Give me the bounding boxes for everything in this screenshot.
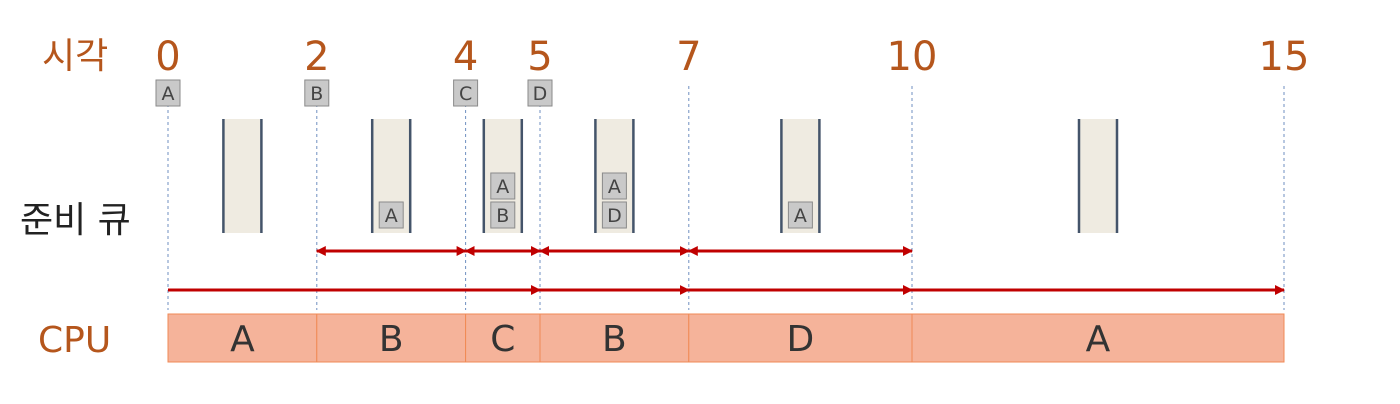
- queue-chip-A-label: A: [608, 176, 621, 198]
- queue-chip-A: A: [378, 201, 404, 229]
- queue-body: [1079, 119, 1117, 233]
- cpu-slot-bar: [539, 313, 690, 363]
- queue-chip-A: A: [490, 172, 516, 200]
- cpu-slot-label: B: [602, 319, 627, 360]
- queue-chip-B-box: [490, 201, 516, 229]
- ready-queue-slot: A: [370, 119, 412, 233]
- arrival-chip-A: A: [155, 79, 181, 107]
- queue-chip-B: B: [490, 201, 516, 229]
- ready-queue-row-label: 준비 큐: [20, 200, 131, 241]
- cpu-slot-A: A: [167, 313, 318, 363]
- queue-chip-A-box: [787, 201, 813, 229]
- cpu-slot-bar: [465, 313, 541, 363]
- cpu-slot-label: D: [787, 319, 815, 360]
- queue-chip-A-label: A: [496, 176, 509, 198]
- cpu-slot-label: B: [379, 319, 404, 360]
- cpu-slot-C: C: [465, 313, 541, 363]
- time-tick-15: 15: [1259, 34, 1310, 80]
- time-row-label: 시각: [42, 36, 108, 77]
- queue-body: [223, 119, 262, 233]
- arrival-chip-C-box: [453, 79, 479, 107]
- queue-chip-D: D: [601, 201, 627, 229]
- arrival-chip-D: D: [527, 79, 553, 107]
- queue-chip-A-box: [378, 201, 404, 229]
- ready-queue-slot: [1077, 119, 1119, 233]
- guide-lines: [167, 86, 1285, 310]
- arrival-chip-C-label: C: [459, 83, 472, 105]
- arrival-chip-D-box: [527, 79, 553, 107]
- queue-chip-A: A: [787, 201, 813, 229]
- time-tick-0: 0: [155, 34, 180, 80]
- queue-chip-A-label: A: [385, 205, 398, 227]
- arrival-chip-A-label: A: [162, 83, 175, 105]
- queue-chip-A: A: [601, 172, 627, 200]
- cpu-slot-bar: [911, 313, 1285, 363]
- cpu-slot-B: B: [539, 313, 690, 363]
- time-tick-10: 10: [887, 34, 938, 80]
- time-ticks: 0 2 4 5 7 10 15: [155, 34, 1309, 80]
- queue-chip-B-label: B: [496, 205, 509, 227]
- arrival-chip-A-box: [155, 79, 181, 107]
- arrival-chip-B-label: B: [310, 83, 323, 105]
- cpu-slot-label: C: [490, 319, 515, 360]
- cpu-slot-bar: [316, 313, 467, 363]
- queue-chip-A-box: [601, 172, 627, 200]
- cpu-slot-B: B: [316, 313, 467, 363]
- cpu-slot-label: A: [1086, 319, 1111, 360]
- arrival-chip-C: C: [453, 79, 479, 107]
- cpu-row-label: CPU: [38, 320, 111, 361]
- arrival-markers: A B C D: [155, 79, 553, 107]
- arrival-chip-B-box: [304, 79, 330, 107]
- ready-queue-slot: A: [780, 119, 821, 233]
- queue-chip-D-label: D: [607, 205, 622, 227]
- time-tick-7: 7: [676, 34, 701, 80]
- arrival-chip-B: B: [304, 79, 330, 107]
- cpu-slot-A: A: [911, 313, 1285, 363]
- ready-queue-slot: [222, 119, 263, 233]
- cpu-slot-bar: [688, 313, 913, 363]
- queue-chip-D-box: [601, 201, 627, 229]
- queue-chip-A-label: A: [794, 205, 807, 227]
- ready-queue-slot: AB: [482, 119, 524, 233]
- time-tick-2: 2: [304, 34, 329, 80]
- arrival-chip-D-label: D: [533, 83, 548, 105]
- time-tick-4: 4: [453, 34, 478, 80]
- queue-chip-A-box: [490, 172, 516, 200]
- cpu-slot-label: A: [230, 319, 255, 360]
- cpu-slot-D: D: [688, 313, 913, 363]
- ready-queue-slot: AD: [594, 119, 635, 233]
- time-tick-5: 5: [527, 34, 552, 80]
